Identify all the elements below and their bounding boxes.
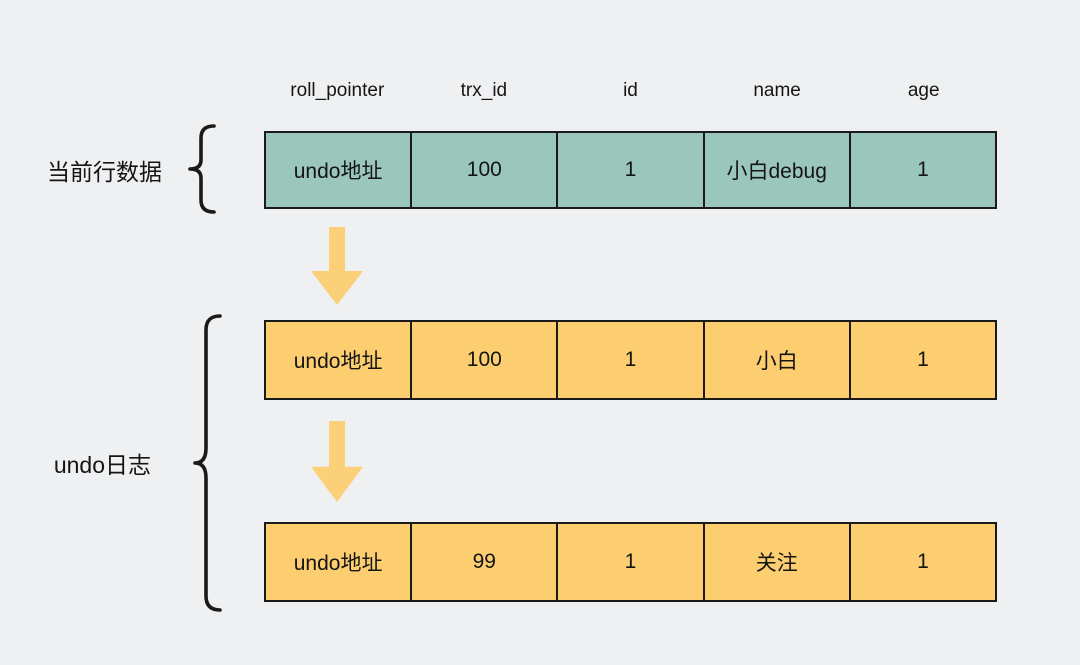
table-cell: 1	[558, 524, 705, 600]
column-header-trx-id: trx_id	[460, 80, 508, 101]
table-cell: undo地址	[266, 524, 413, 600]
table-cell: 100	[412, 322, 559, 398]
table-cell: 1	[917, 158, 929, 181]
curly-brace-current-icon	[186, 124, 216, 214]
undo-log-row-2: undo地址 99 1 关注 1	[264, 522, 997, 602]
column-header-name: name	[753, 80, 801, 101]
current-row-data-row: undo地址 100 1 小白debug 1	[264, 131, 997, 209]
table-cell: 小白debug	[705, 133, 851, 207]
column-header-id: id	[623, 80, 638, 101]
table-cell: undo地址	[266, 322, 413, 398]
column-header-roll-pointer: roll_pointer	[290, 80, 385, 101]
table-cell: 1	[917, 348, 929, 371]
table-cell: 100	[412, 133, 559, 207]
down-arrow-icon	[311, 421, 363, 502]
table-cell: undo地址	[266, 133, 413, 207]
current-row-label: 当前行数据	[47, 159, 162, 185]
column-header-row: roll_pointer trx_id id name age	[264, 76, 997, 106]
undo-log-label: undo日志	[53, 452, 151, 478]
table-cell: 小白	[705, 322, 851, 398]
table-cell: 1	[917, 550, 929, 573]
table-cell: 1	[558, 322, 705, 398]
curly-brace-undo-icon	[192, 314, 222, 612]
column-header-age: age	[907, 80, 940, 101]
table-cell: 关注	[705, 524, 851, 600]
table-cell: 99	[412, 524, 559, 600]
undo-log-row-1: undo地址 100 1 小白 1	[264, 320, 997, 400]
table-cell: 1	[558, 133, 705, 207]
down-arrow-icon	[311, 227, 363, 305]
